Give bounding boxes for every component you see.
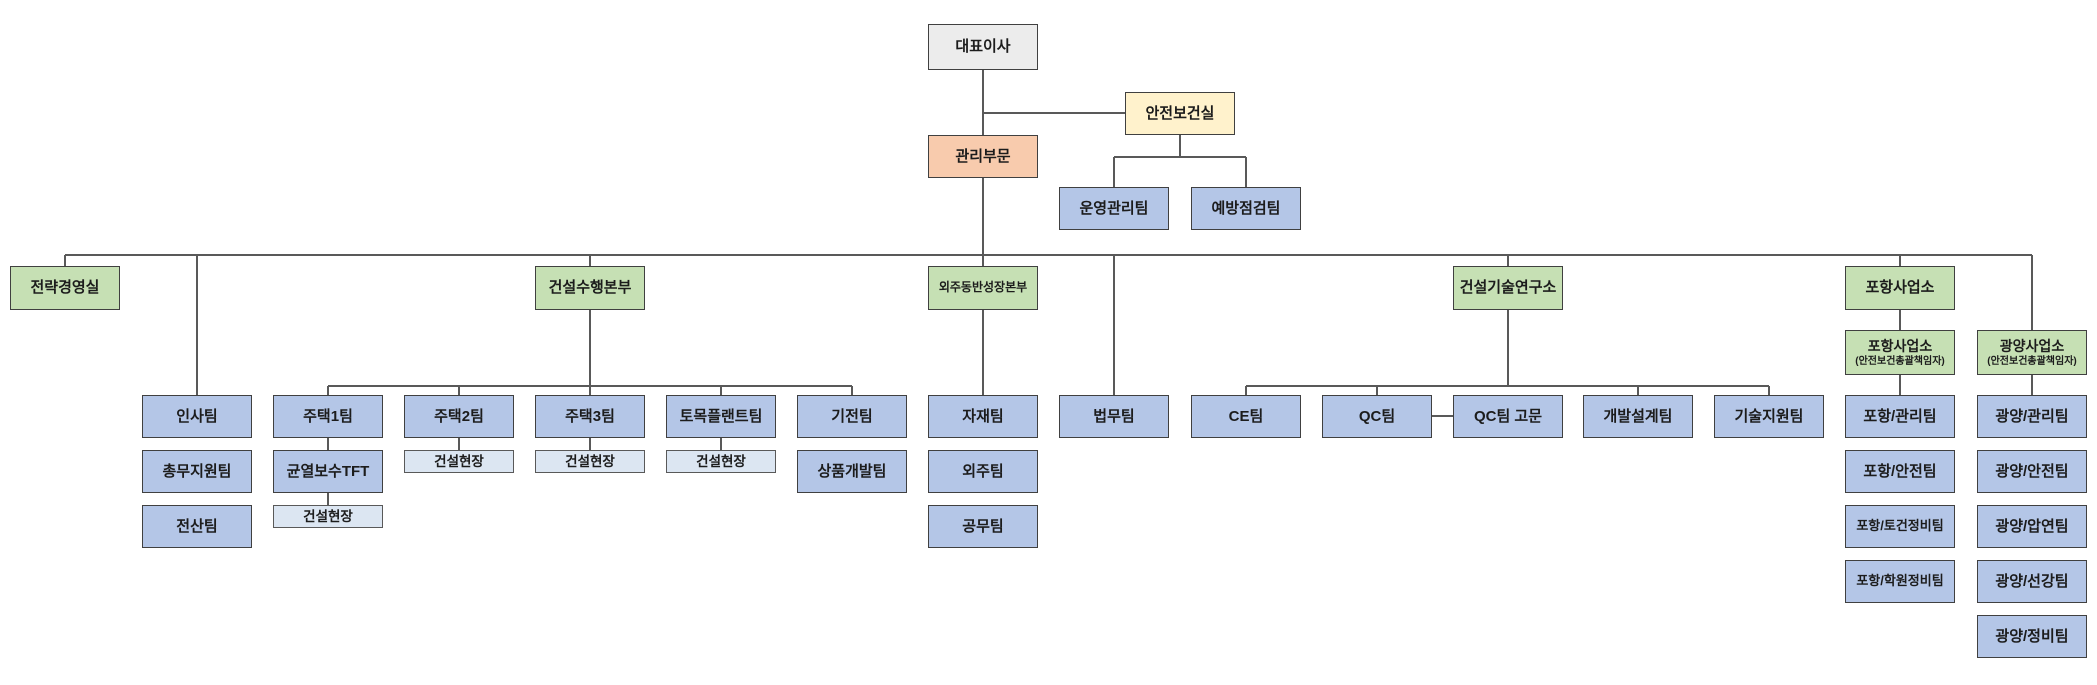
org-node-label: 인사팀 (176, 407, 218, 425)
org-node-gwangyang-office-chief: 광양사업소(안전보건총괄책임자) (1977, 330, 2087, 375)
org-node-label: 주택3팀 (565, 407, 615, 425)
org-node-label: 상품개발팀 (817, 462, 887, 480)
org-node-label: 건설기술연구소 (1459, 279, 1557, 297)
org-node-prevention-check-team: 예방점검팀 (1191, 187, 1301, 230)
org-node-label: 건설현장 (434, 453, 484, 469)
org-node-gwangyang-safety-team: 광양/안전팀 (1977, 450, 2087, 493)
org-node-pohang-civil-maint-team: 포항/토건정비팀 (1845, 505, 1955, 548)
org-node-site-civil-plant: 건설현장 (666, 450, 776, 473)
org-node-product-dev-team: 상품개발팀 (797, 450, 907, 493)
org-node-label: 포항/관리팀 (1863, 407, 1937, 425)
org-node-outsourcing-team: 외주팀 (928, 450, 1038, 493)
org-node-label: 운영관리팀 (1079, 199, 1149, 217)
org-node-label: 광양/선강팀 (1995, 572, 2069, 590)
org-node-partner-growth-hq: 외주동반성장본부 (928, 266, 1038, 310)
org-node-safety-office: 안전보건실 (1125, 92, 1235, 135)
org-node-gwangyang-mgmt-team: 광양/관리팀 (1977, 395, 2087, 438)
org-node-label: 광양사업소 (1999, 338, 2065, 355)
org-node-label: 포항/토건정비팀 (1856, 518, 1944, 534)
org-node-label: 균열보수TFT (286, 462, 370, 480)
org-node-label: 개발설계팀 (1603, 407, 1673, 425)
org-node-housing2-team: 주택2팀 (404, 395, 514, 438)
org-node-hr-team: 인사팀 (142, 395, 252, 438)
org-node-materials-team: 자재팀 (928, 395, 1038, 438)
org-node-crack-repair-tft: 균열보수TFT (273, 450, 383, 493)
org-node-gwangyang-seongang-team: 광양/선강팀 (1977, 560, 2087, 603)
org-node-label: 주택2팀 (434, 407, 484, 425)
org-node-label: 공무팀 (962, 517, 1004, 535)
org-node-label: 포항사업소 (1867, 338, 1933, 355)
org-node-construction-tech-institute: 건설기술연구소 (1453, 266, 1563, 310)
org-node-ops-mgmt-team: 운영관리팀 (1059, 187, 1169, 230)
org-node-label: CE팀 (1228, 407, 1264, 425)
org-node-gwangyang-maint-team: 광양/정비팀 (1977, 615, 2087, 658)
org-node-sublabel: (안전보건총괄책임자) (1987, 355, 2077, 367)
org-node-ce-team: CE팀 (1191, 395, 1301, 438)
org-node-housing1-team: 주택1팀 (273, 395, 383, 438)
org-node-general-support-team: 총무지원팀 (142, 450, 252, 493)
org-node-label: 대표이사 (955, 38, 1011, 56)
org-node-ceo: 대표이사 (928, 24, 1038, 70)
org-node-label: 포항/안전팀 (1863, 462, 1937, 480)
org-node-label: 광양/관리팀 (1995, 407, 2069, 425)
org-node-label: 자재팀 (962, 407, 1004, 425)
org-node-label: 건설수행본부 (548, 279, 632, 297)
org-node-label: 건설현장 (303, 508, 353, 524)
org-node-civil-plant-team: 토목플랜트팀 (666, 395, 776, 438)
org-node-pohang-safety-team: 포항/안전팀 (1845, 450, 1955, 493)
org-node-qc-team-advisor: QC팀 고문 (1453, 395, 1563, 438)
org-node-label: 광양/정비팀 (1995, 627, 2069, 645)
org-node-label: 기술지원팀 (1734, 407, 1804, 425)
org-node-sublabel: (안전보건총괄책임자) (1855, 355, 1945, 367)
org-node-label: 기전팀 (831, 407, 873, 425)
org-node-strategy-office: 전략경영실 (10, 266, 120, 310)
org-node-label: 포항사업소 (1865, 279, 1935, 297)
org-node-public-works-team: 공무팀 (928, 505, 1038, 548)
org-node-label: 외주팀 (962, 462, 1004, 480)
org-node-legal-team: 법무팀 (1059, 395, 1169, 438)
org-node-mgmt-division: 관리부문 (928, 135, 1038, 178)
org-node-housing3-team: 주택3팀 (535, 395, 645, 438)
org-node-mech-elec-team: 기전팀 (797, 395, 907, 438)
org-node-dev-design-team: 개발설계팀 (1583, 395, 1693, 438)
org-node-pohang-office-chief: 포항사업소(안전보건총괄책임자) (1845, 330, 1955, 375)
org-node-tech-support-team: 기술지원팀 (1714, 395, 1824, 438)
org-node-site-housing2: 건설현장 (404, 450, 514, 473)
org-node-pohang-office: 포항사업소 (1845, 266, 1955, 310)
org-node-gwangyang-rolling-team: 광양/압연팀 (1977, 505, 2087, 548)
org-node-label: 전산팀 (176, 517, 218, 535)
org-node-label: 법무팀 (1093, 407, 1135, 425)
org-node-label: 전략경영실 (30, 279, 100, 297)
org-node-qc-team: QC팀 (1322, 395, 1432, 438)
org-node-label: 토목플랜트팀 (679, 407, 763, 425)
org-node-label: 외주동반성장본부 (938, 280, 1028, 295)
org-node-label: 건설현장 (696, 453, 746, 469)
org-node-label: 예방점검팀 (1211, 199, 1281, 217)
org-node-pohang-mgmt-team: 포항/관리팀 (1845, 395, 1955, 438)
org-node-label: 포항/학원정비팀 (1856, 573, 1944, 589)
org-node-site-housing1: 건설현장 (273, 505, 383, 528)
org-node-label: 광양/안전팀 (1995, 462, 2069, 480)
org-node-label: 관리부문 (955, 147, 1011, 165)
org-node-it-team: 전산팀 (142, 505, 252, 548)
org-node-label: 총무지원팀 (162, 462, 232, 480)
org-node-label: 안전보건실 (1145, 104, 1215, 122)
org-node-site-housing3: 건설현장 (535, 450, 645, 473)
org-node-label: QC팀 (1358, 407, 1396, 425)
org-node-label: 주택1팀 (303, 407, 353, 425)
org-node-label: 건설현장 (565, 453, 615, 469)
org-node-construction-hq: 건설수행본부 (535, 266, 645, 310)
org-node-pohang-hakwon-maint-team: 포항/학원정비팀 (1845, 560, 1955, 603)
org-node-label: 광양/압연팀 (1995, 517, 2069, 535)
org-node-label: QC팀 고문 (1473, 407, 1543, 425)
